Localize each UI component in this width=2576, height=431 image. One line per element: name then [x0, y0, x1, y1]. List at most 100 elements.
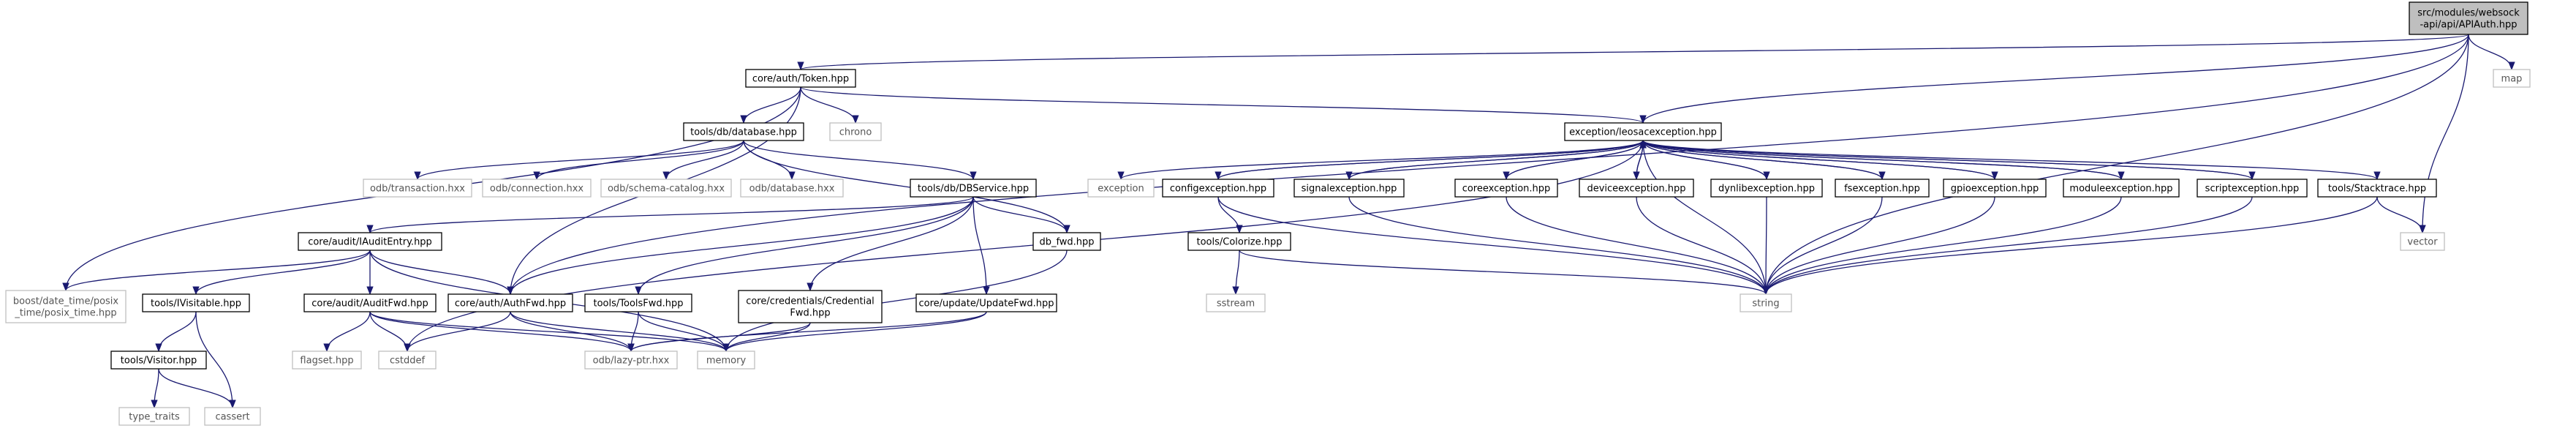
edge-line: [323, 311, 371, 353]
node-box: [1032, 232, 1101, 251]
edge-iaudit-to-ivisitable: [192, 250, 371, 296]
edge-line: [369, 311, 635, 353]
node-box: [1187, 232, 1291, 251]
node-box: [600, 179, 732, 198]
edge-scriptex-to-leosac: [1639, 139, 2253, 180]
node-deviceex[interactable]: deviceexception.hpp: [1579, 179, 1694, 198]
node-label: core/auth/Token.hpp: [752, 74, 849, 85]
edge-authfwd-to-cstddef: [404, 311, 511, 353]
node-scriptex[interactable]: scriptexception.hpp: [2197, 179, 2308, 198]
node-token[interactable]: core/auth/Token.hpp: [745, 69, 856, 88]
node-box: [745, 69, 856, 88]
edge-line: [1639, 139, 1767, 180]
node-dbfwd[interactable]: db_fwd.hpp: [1032, 232, 1101, 251]
edge-line: [798, 34, 2469, 71]
edge-line: [507, 34, 2469, 296]
node-visitor[interactable]: tools/Visitor.hpp: [110, 351, 207, 370]
edge-token-to-leosac: [800, 86, 1647, 124]
node-box: [2400, 232, 2445, 251]
node-label: vector: [2407, 237, 2438, 248]
node-moduleex[interactable]: moduleexception.hpp: [2063, 179, 2180, 198]
edge-visitor-to-typetraits: [151, 368, 159, 409]
node-coreex[interactable]: coreexception.hpp: [1454, 179, 1558, 198]
edge-line: [627, 311, 987, 353]
edge-line: [1639, 139, 2122, 180]
node-label: string: [1752, 299, 1779, 310]
edge-ivisitable-to-cassert: [195, 311, 236, 409]
edge-api-to-authfwd: [507, 34, 2469, 296]
edge-line: [1762, 196, 2378, 296]
edge-deviceex-to-string: [1636, 196, 1769, 296]
edge-line: [1506, 196, 1769, 296]
node-stacktrace[interactable]: tools/Stacktrace.hpp: [2317, 179, 2437, 198]
edge-token-to-dbhpp: [740, 86, 801, 124]
node-signalex[interactable]: signalexception.hpp: [1293, 179, 1405, 198]
node-label: cassert: [215, 412, 249, 423]
edge-dbserv-to-iaudit: [366, 196, 974, 234]
node-label: configexception.hpp: [1170, 184, 1266, 195]
node-toolsfwd[interactable]: tools/ToolsFwd.hpp: [584, 293, 692, 312]
node-label: deviceexception.hpp: [1587, 184, 1685, 195]
node-authfwd[interactable]: core/auth/AuthFwd.hpp: [447, 293, 573, 312]
node-iaudit[interactable]: core/audit/IAuditEntry.hpp: [298, 232, 442, 251]
edge-dbfwd-to-memory: [722, 250, 1068, 353]
node-chrono: chrono: [829, 122, 882, 141]
edge-line: [414, 140, 744, 181]
edge-line: [1348, 196, 1769, 296]
node-auditfwd[interactable]: core/audit/AuditFwd.hpp: [303, 293, 437, 312]
node-configex[interactable]: configexception.hpp: [1162, 179, 1274, 198]
edge-ivisitable-to-visitor: [155, 311, 197, 353]
edge-auditfwd-to-flagset: [323, 311, 371, 353]
node-api[interactable]: src/modules/websock-api/api/APIAuth.hpp: [2409, 1, 2528, 35]
node-box: [118, 407, 190, 426]
edge-line: [1506, 139, 1647, 180]
edge-line: [627, 311, 639, 353]
edge-api-to-vector: [2419, 34, 2469, 234]
node-box: [378, 351, 437, 370]
node-label: odb/database.hxx: [749, 184, 835, 195]
edge-fsex-to-leosac: [1639, 139, 1883, 180]
edge-line: [1762, 196, 1995, 296]
edge-line: [1762, 196, 1769, 296]
node-label: exception: [1098, 184, 1144, 195]
node-box: [2317, 179, 2437, 198]
edge-visitor-to-cassert: [158, 368, 236, 409]
edge-toolsfwd-to-odblazy: [627, 311, 639, 353]
edge-auditfwd-to-memory: [369, 311, 730, 353]
node-box: [697, 351, 755, 370]
node-fsex[interactable]: fsexception.hpp: [1835, 179, 1930, 198]
node-label: memory: [706, 356, 747, 367]
node-label: odb/transaction.hxx: [370, 184, 465, 195]
node-dbserv[interactable]: tools/db/DBService.hpp: [910, 179, 1037, 198]
node-label: core/update/UpdateFwd.hpp: [918, 299, 1054, 310]
edge-line: [800, 86, 1647, 124]
node-label: tools/Colorize.hpp: [1196, 237, 1282, 248]
node-dbhpp[interactable]: tools/db/database.hpp: [683, 122, 804, 141]
edge-line: [743, 140, 977, 181]
node-updatefwd[interactable]: core/update/UpdateFwd.hpp: [915, 293, 1057, 312]
node-box: [5, 290, 126, 323]
node-gpioex[interactable]: gpioexception.hpp: [1943, 179, 2047, 198]
node-label: scriptexception.hpp: [2205, 184, 2300, 195]
edge-gpioex-to-string: [1762, 196, 1995, 296]
edge-dbserv-to-authfwd: [507, 196, 974, 296]
node-label: odb/schema-catalog.hxx: [608, 184, 725, 195]
node-colorize[interactable]: tools/Colorize.hpp: [1187, 232, 1291, 251]
node-label: core/audit/AuditFwd.hpp: [311, 299, 428, 310]
node-leosac[interactable]: exception/leosacexception.hpp: [1564, 122, 1722, 141]
edge-line: [1642, 140, 1769, 296]
node-box: [1087, 179, 1155, 198]
edge-line: [1217, 196, 1769, 296]
edge-configex-to-leosac: [1217, 139, 1647, 180]
node-ivisitable[interactable]: tools/IVisitable.hpp: [142, 293, 250, 312]
node-box: [142, 293, 250, 312]
node-box: [2493, 69, 2531, 88]
node-box: [683, 122, 804, 141]
edge-colorize-to-string: [1239, 250, 1769, 296]
edge-line: [662, 140, 744, 181]
node-box: [2063, 179, 2180, 198]
edge-line: [635, 196, 974, 296]
node-dynlibex[interactable]: dynlibexception.hpp: [1710, 179, 1823, 198]
node-box: [738, 290, 883, 323]
